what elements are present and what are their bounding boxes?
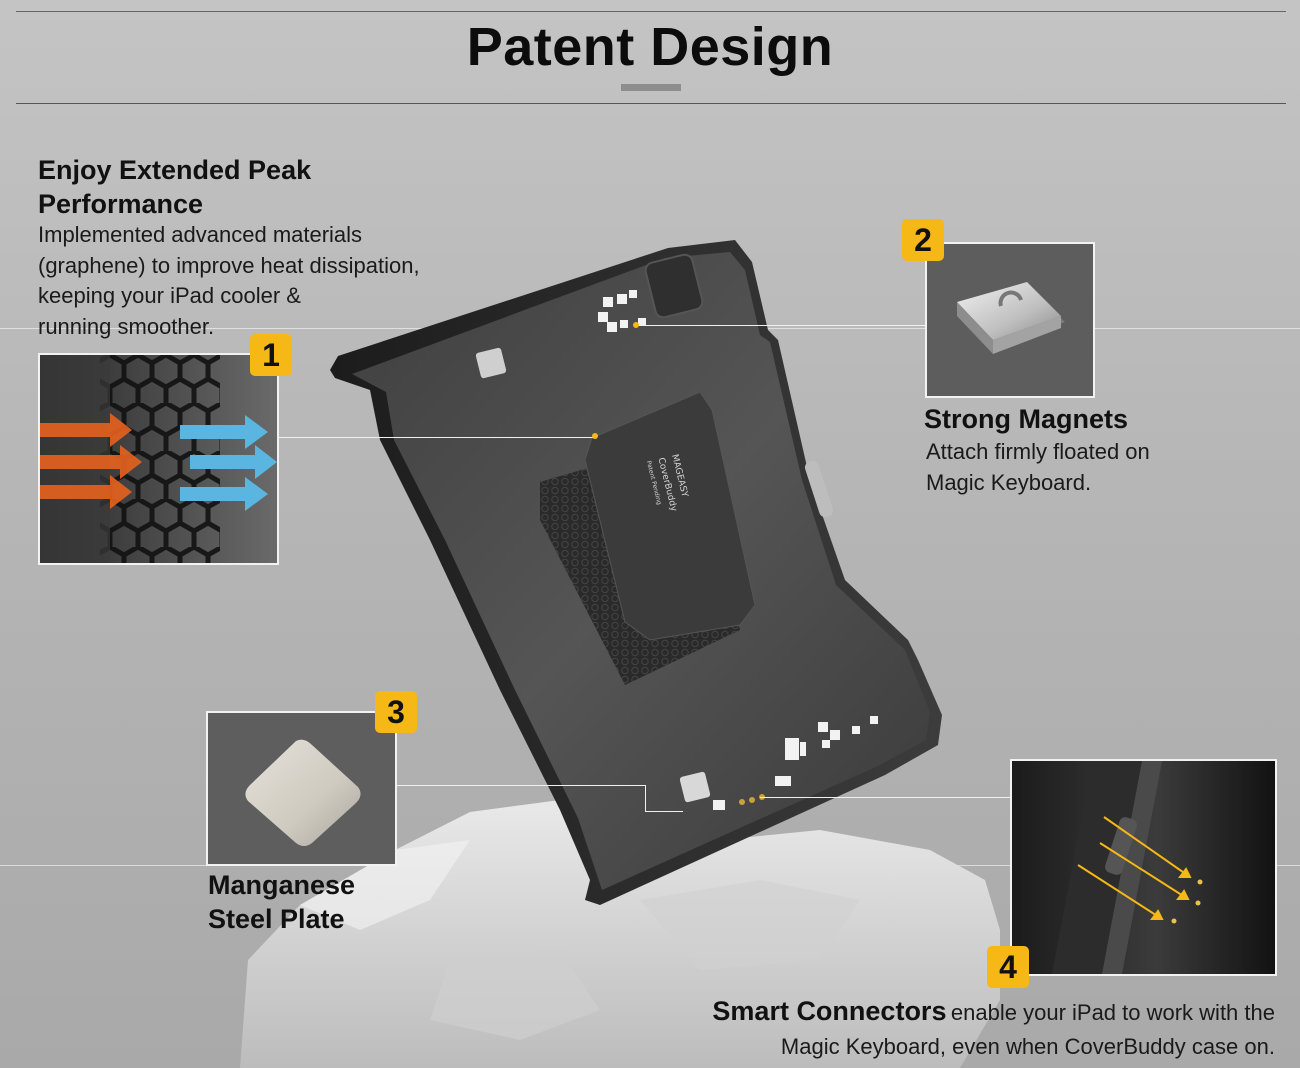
feature-1-desc: Implemented advanced materials (graphene… xyxy=(38,220,420,342)
top-rule xyxy=(16,11,1286,12)
feature-1-image xyxy=(38,353,279,565)
heat-in-arrows xyxy=(40,413,142,509)
feature-4-title: Smart Connectors xyxy=(712,996,947,1026)
feature-1-title-line2: Performance xyxy=(38,189,204,219)
feature-3-title-line2: Steel Plate xyxy=(208,904,345,934)
badge-1: 1 xyxy=(250,334,292,376)
feature-1-desc-line: (graphene) to improve heat dissipation, xyxy=(38,252,420,278)
heat-out-arrows xyxy=(180,415,277,511)
feature-1-desc-line: Implemented advanced materials xyxy=(38,222,363,247)
title-underline xyxy=(621,84,681,91)
ipad-case: MAGEASY CoverBuddy Patent Pending xyxy=(330,240,942,905)
header-rule xyxy=(16,103,1286,104)
steel-plate-illustration xyxy=(245,739,361,846)
connector-line-3b xyxy=(645,785,646,812)
connector-line-1 xyxy=(276,437,594,438)
badge-3: 3 xyxy=(375,691,417,733)
smart-connector-illustration xyxy=(1012,761,1275,974)
feature-1-desc-line: running smoother. xyxy=(38,313,215,339)
connector-line-3c xyxy=(645,811,683,812)
feature-1-title-line1: Enjoy Extended Peak xyxy=(38,155,312,185)
connector-line-3a xyxy=(395,785,645,786)
connector-line-2 xyxy=(640,325,926,326)
feature-4-image xyxy=(1010,759,1277,976)
connector-dot-2 xyxy=(633,322,639,328)
connector-line-4 xyxy=(760,797,1010,798)
magnet-illustration xyxy=(957,282,1065,354)
feature-4-desc-inline: enable your iPad to work with the xyxy=(950,1000,1275,1025)
feature-4-desc-line2: Magic Keyboard, even when CoverBuddy cas… xyxy=(780,1034,1275,1059)
feature-4-text: Smart Connectors enable your iPad to wor… xyxy=(712,994,1275,1063)
connector-dot-1 xyxy=(592,433,598,439)
feature-2-title: Strong Magnets xyxy=(924,404,1129,434)
page-title: Patent Design xyxy=(466,17,834,77)
feature-2-image xyxy=(925,242,1095,398)
feature-2-desc-line: Attach firmly floated on xyxy=(926,439,1150,464)
feature-3-title: Manganese Steel Plate xyxy=(208,868,355,936)
rock-pedestal xyxy=(240,800,1000,1068)
badge-4: 4 xyxy=(987,946,1029,988)
feature-1-title: Enjoy Extended Peak Performance xyxy=(38,153,311,221)
badge-2: 2 xyxy=(902,219,944,261)
feature-3-title-line1: Manganese xyxy=(208,870,356,900)
feature-2-desc: Attach firmly floated on Magic Keyboard. xyxy=(926,437,1150,498)
feature-3-image xyxy=(206,711,397,866)
magnet-icon xyxy=(998,290,1023,307)
feature-2-desc-line: Magic Keyboard. xyxy=(926,469,1092,495)
graphene-illustration xyxy=(40,355,277,563)
feature-1-desc-line: keeping your iPad cooler & xyxy=(38,283,301,308)
connector-arrows xyxy=(1077,816,1192,920)
